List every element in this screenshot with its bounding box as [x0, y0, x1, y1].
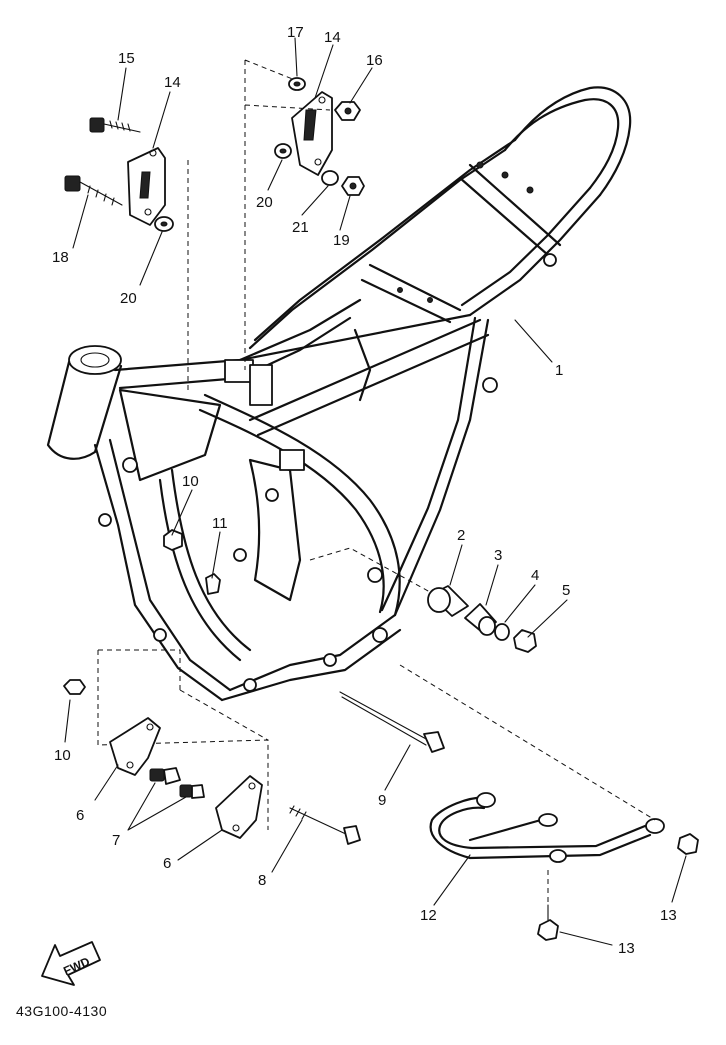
nut-16	[334, 101, 361, 121]
alignment-line-lower	[97, 649, 269, 830]
alignment-line-top	[187, 59, 331, 390]
nut-19	[341, 176, 365, 196]
bolt-11	[205, 573, 221, 595]
leader-lines	[64, 37, 687, 946]
callout-20-right: 20	[256, 194, 273, 211]
bushing-3	[464, 603, 497, 636]
collar-10-upper	[163, 529, 183, 551]
callout-20-left: 20	[120, 290, 137, 307]
callout-10-lower: 10	[54, 747, 71, 764]
bolt-5	[513, 629, 537, 653]
frame	[46, 86, 632, 702]
callout-9: 9	[378, 792, 386, 809]
washer-4	[494, 623, 510, 641]
callout-labels: 1 2 3 4 5 6 6 7 8 9 10 10 11 12 13 13 14…	[52, 24, 677, 957]
callout-12: 12	[420, 907, 437, 924]
callout-16: 16	[366, 52, 383, 69]
callout-11: 11	[212, 515, 228, 532]
alignment-line-rear	[399, 664, 656, 905]
bracket-6-upper	[109, 717, 161, 776]
callout-7: 7	[112, 832, 120, 849]
callout-17: 17	[287, 24, 304, 41]
callout-8: 8	[258, 872, 266, 889]
callout-13-side: 13	[660, 907, 677, 924]
bolt-8	[289, 805, 361, 845]
engine-bracket-left	[127, 147, 166, 226]
callout-14-left: 14	[164, 74, 181, 91]
callout-1: 1	[555, 362, 563, 379]
collar-2	[427, 585, 469, 617]
callout-6-upper: 6	[76, 807, 84, 824]
callout-6-lower: 6	[163, 855, 171, 872]
callout-2: 2	[457, 527, 465, 544]
bracket-12	[429, 792, 665, 863]
callout-21: 21	[292, 219, 309, 236]
callout-18: 18	[52, 249, 69, 266]
callout-15: 15	[118, 50, 135, 67]
bolt-7	[149, 767, 205, 799]
washer-17	[288, 77, 306, 91]
callout-3: 3	[494, 547, 502, 564]
washer-20-left	[154, 216, 174, 232]
bolt-9	[339, 691, 445, 753]
bolt-13-side	[677, 833, 699, 855]
callout-4: 4	[531, 567, 539, 584]
washer-21	[321, 170, 339, 186]
bracket-6-lower	[215, 775, 263, 839]
nut-10-lower	[63, 679, 86, 695]
diagram-code: 43G100-4130	[16, 1003, 108, 1019]
washer-20-right	[274, 143, 292, 159]
callout-5: 5	[562, 582, 570, 599]
fwd-arrow-icon: FWD	[41, 941, 101, 986]
callout-14-right: 14	[324, 29, 341, 46]
callout-19: 19	[333, 232, 350, 249]
engine-bracket-right	[291, 91, 333, 176]
callout-13-bottom: 13	[618, 940, 635, 957]
bolt-18	[64, 175, 123, 206]
bolt-15	[89, 117, 141, 133]
callout-10-upper: 10	[182, 473, 199, 490]
bolt-13-bottom	[537, 904, 559, 941]
alignment-line-pivot	[309, 547, 431, 593]
